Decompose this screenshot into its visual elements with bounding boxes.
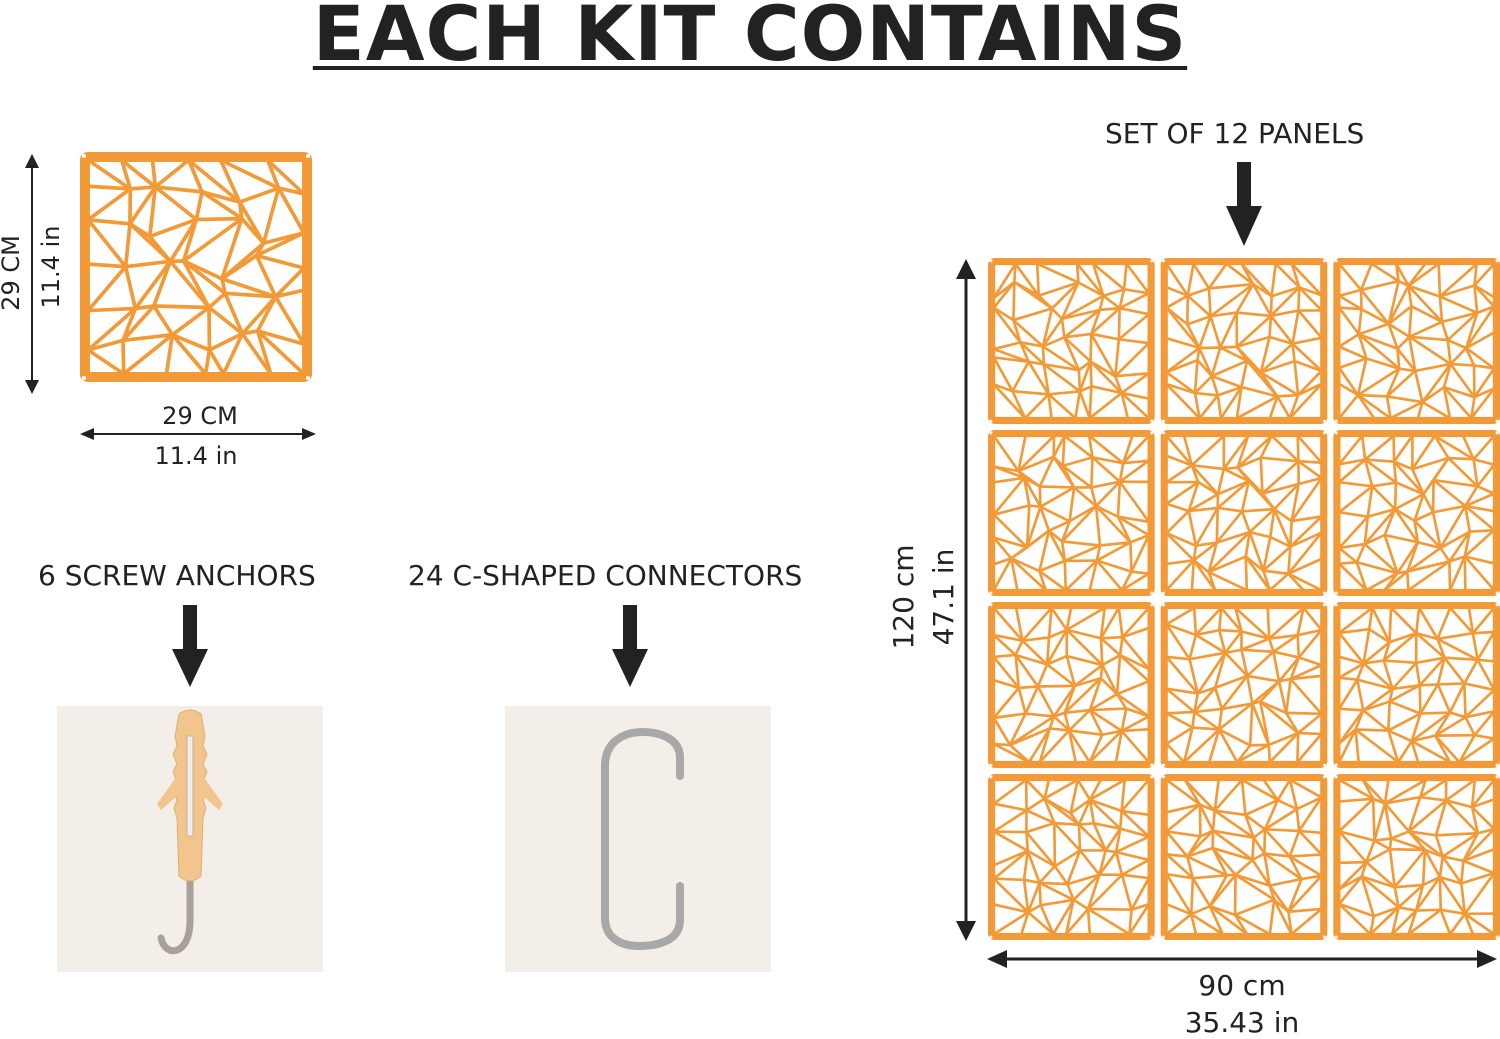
set-height-in: 47.1 in [928, 537, 962, 657]
down-arrow-icon [170, 605, 210, 687]
grid-panel [989, 603, 1153, 766]
set-width-cm: 90 cm [1142, 970, 1342, 1002]
single-panel-height-cm: 29 CM [0, 223, 27, 323]
screw-anchors-label: 6 SCREW ANCHORS [38, 560, 316, 592]
single-panel-width-arrow [78, 424, 318, 444]
single-panel-height-in: 11.4 in [37, 217, 67, 317]
c-connector-photo [505, 706, 771, 972]
set-width-in: 35.43 in [1142, 1007, 1342, 1039]
grid-panel [1335, 259, 1499, 422]
grid-panel [1335, 603, 1499, 766]
c-connector-icon [505, 706, 771, 972]
grid-panel [989, 775, 1153, 938]
grid-panel [1162, 431, 1326, 594]
grid-panel [1335, 431, 1499, 594]
single-panel-width-in: 11.4 in [76, 442, 316, 470]
page-title: EACH KIT CONTAINS [0, 0, 1500, 70]
grid-panel [1162, 775, 1326, 938]
single-panel [82, 154, 310, 380]
grid-panel [1162, 259, 1326, 422]
screw-anchor-icon [57, 706, 323, 972]
set-height-cm: 120 cm [888, 537, 922, 657]
grid-panel [1162, 603, 1326, 766]
down-arrow-icon [610, 605, 650, 687]
set-panels-label: SET OF 12 PANELS [1105, 118, 1364, 150]
grid-panel [989, 431, 1153, 594]
grid-panel [1335, 775, 1499, 938]
connectors-label: 24 C-SHAPED CONNECTORS [408, 560, 802, 592]
panel-grid [988, 258, 1500, 940]
down-arrow-icon [1224, 162, 1264, 246]
screw-anchor-photo [57, 706, 323, 972]
grid-panel [989, 259, 1153, 422]
